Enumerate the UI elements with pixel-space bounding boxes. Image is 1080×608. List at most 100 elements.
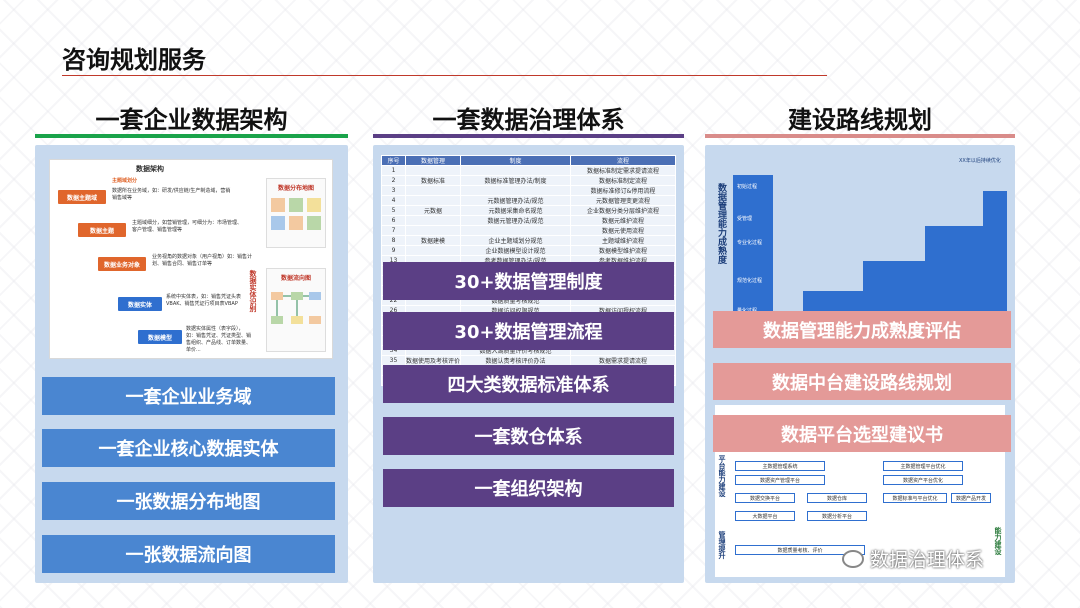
banner-policies[interactable]: 30+数据管理制度 <box>383 262 674 300</box>
architecture-diagram-title: 数据架构 <box>136 165 164 173</box>
side-label-capability: 能力建设 <box>994 527 1002 555</box>
banner-standards[interactable]: 四大类数据标准体系 <box>383 365 674 403</box>
table-cell <box>404 165 462 176</box>
table-cell: 数据标准修订&停用流程 <box>570 185 676 196</box>
distribution-map-thumbnail: 数据分布地图 <box>266 178 326 248</box>
architecture-diagram: 数据架构 数据主题域 数据主题 数据业务对象 数据实体 数据模型 主题域划分 数… <box>49 159 333 359</box>
side-item-4: 规范化过程 <box>737 278 763 284</box>
roadmap-panel: 数据管理能力成熟度 初始过程 受管理 专业化过程 规范化过程 量化过程 XX年以… <box>705 145 1015 583</box>
button-data-flow-map[interactable]: 一张数据流向图 <box>42 535 335 573</box>
table-cell: 3 <box>381 185 406 196</box>
note-business-object: 业务视角的数据对象（用户视角）如：销售计划、销售合同、销售订单等 <box>152 254 253 267</box>
table-cell <box>460 185 572 196</box>
note-domain-heading: 主题域划分 <box>112 178 138 184</box>
button-business-domain[interactable]: 一套企业业务域 <box>42 377 335 415</box>
box-model: 数据模型 <box>138 330 182 344</box>
table-cell: 数据模型维护流程 <box>570 245 676 256</box>
table-cell: 数据标准制定需求提请流程 <box>570 165 676 176</box>
note-model: 数据实体属性（表字段），如：销售凭证、凭证类型、销售组织、产品线、订单数量、单价… <box>186 326 252 353</box>
banner-maturity-assessment[interactable]: 数据管理能力成熟度评估 <box>713 311 1011 348</box>
side-item-1: 初始过程 <box>737 184 758 190</box>
table-cell: 元数据管理办法/规范 <box>460 195 572 206</box>
column-underline-governance <box>373 134 684 138</box>
side-item-3: 专业化过程 <box>737 240 763 246</box>
button-distribution-map[interactable]: 一张数据分布地图 <box>42 482 335 520</box>
column-underline-architecture <box>35 134 348 138</box>
distribution-map-title: 数据分布地图 <box>277 185 314 192</box>
roadmap-vertical-label: 数据管理能力成熟度 <box>716 183 726 264</box>
box-exchange-platform: 数据交换平台 <box>735 493 795 503</box>
table-cell: 2 <box>381 175 406 186</box>
table-header-process: 流程 <box>570 155 676 166</box>
table-cell <box>460 165 572 176</box>
table-cell: 9 <box>381 245 406 256</box>
box-subject: 数据主题 <box>78 223 126 237</box>
table-header-index: 序号 <box>381 155 406 166</box>
table-cell: 企业数据分类分层维护流程 <box>570 205 676 216</box>
box-big-data: 大数据平台 <box>735 511 795 521</box>
button-core-data-entity[interactable]: 一套企业核心数据实体 <box>42 429 335 467</box>
table-cell: 数据使用及考核评价 <box>404 355 462 366</box>
table-cell: 元数据 <box>404 205 462 216</box>
banner-processes[interactable]: 30+数据管理流程 <box>383 312 674 350</box>
box-asset-platform: 数据资产管理平台 <box>735 475 825 485</box>
table-cell <box>404 185 462 196</box>
table-cell: 元数据采集命名规范 <box>460 205 572 216</box>
table-cell: 主题域维护流程 <box>570 235 676 246</box>
box-entity: 数据实体 <box>118 297 162 311</box>
distribution-map-graphic <box>271 198 321 230</box>
table-cell <box>460 225 572 236</box>
table-cell <box>404 195 462 206</box>
column-underline-roadmap <box>705 134 1015 138</box>
table-cell: 数据标准制定流程 <box>570 175 676 186</box>
data-flow-title: 数据流向图 <box>280 275 311 282</box>
table-cell: 4 <box>381 195 406 206</box>
box-product-dev: 数据产品开发 <box>951 493 991 503</box>
table-cell: 35 <box>381 355 406 366</box>
entity-identify-label: 数据实体识别 <box>249 270 257 312</box>
banner-midplatform-roadmap[interactable]: 数据中台建设路线规划 <box>713 363 1011 400</box>
table-cell: 企业数据模型设计规范 <box>460 245 572 256</box>
table-cell: 企业主题域划分规范 <box>460 235 572 246</box>
banner-organization[interactable]: 一套组织架构 <box>383 469 674 507</box>
data-flow-thumbnail: 数据流向图 <box>266 268 326 352</box>
table-cell: 5 <box>381 205 406 216</box>
title-divider <box>62 75 827 76</box>
box-mdm-optimize: 主数据管理平台优化 <box>883 461 963 471</box>
box-standard-optimize: 数据标准与平台优化 <box>883 493 947 503</box>
table-cell: 数据元管理办法/规范 <box>460 215 572 226</box>
data-flow-graphic <box>271 292 321 324</box>
box-analytics: 数据分析平台 <box>807 511 867 521</box>
table-header-management: 数据管理 <box>404 155 462 166</box>
table-cell: 数据建模 <box>404 235 462 246</box>
table-cell: 7 <box>381 225 406 236</box>
note-subject: 主题域细分，如营销管理，可细分为：市场管理、客户管理、销售管理等 <box>132 220 243 233</box>
watermark: 数据治理体系 <box>842 545 984 572</box>
box-asset-optimize: 数据资产平台优化 <box>883 475 963 485</box>
page-title: 咨询规划服务 <box>62 46 206 74</box>
banner-platform-selection[interactable]: 数据平台选型建议书 <box>713 415 1011 452</box>
table-header-policy: 制度 <box>460 155 572 166</box>
box-mdm-system: 主数据管理系统 <box>735 461 825 471</box>
table-cell <box>404 215 462 226</box>
table-row: 26数据访问权限规范数据访问授权流程 <box>381 305 676 316</box>
table-cell: 1 <box>381 165 406 176</box>
table-cell: 数据需求提请流程 <box>570 355 676 366</box>
table-cell: 数据元维护流程 <box>570 215 676 226</box>
watermark-text: 数据治理体系 <box>870 549 985 571</box>
column-heading-roadmap: 建设路线规划 <box>788 106 932 134</box>
side-label-management: 管理提升 <box>718 531 726 559</box>
side-label-platform: 平台能力建设 <box>718 455 726 497</box>
table-row: 9 企业数据模型设计规范数据模型维护流程 <box>381 245 676 256</box>
table-cell: 元数据管理变更流程 <box>570 195 676 206</box>
banner-warehouse[interactable]: 一套数仓体系 <box>383 417 674 455</box>
table-cell <box>404 245 462 256</box>
table-cell: 8 <box>381 235 406 246</box>
box-subject-domain: 数据主题域 <box>58 190 106 204</box>
table-row: 3 数据标准修订&停用流程 <box>381 185 676 196</box>
